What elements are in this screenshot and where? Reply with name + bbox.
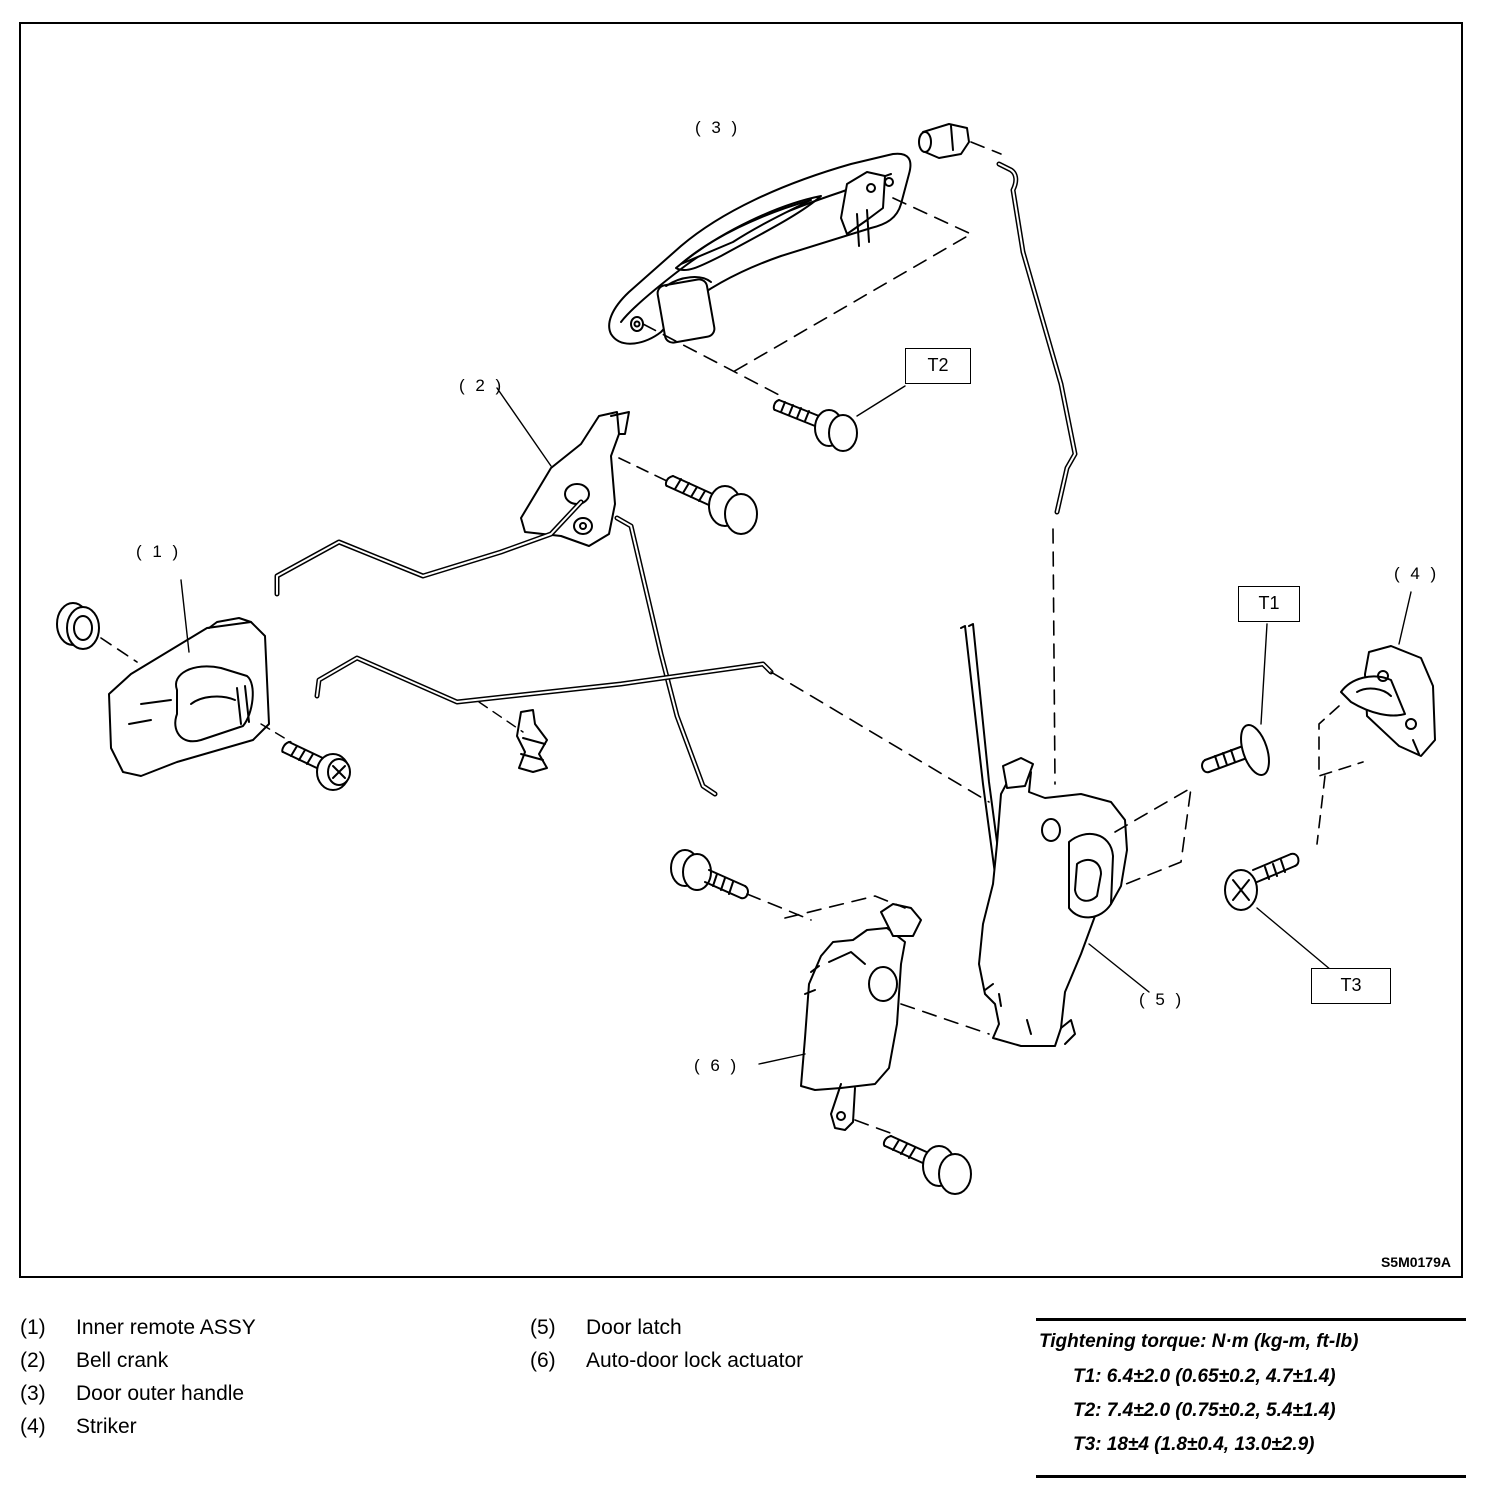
legend-number: (1) bbox=[20, 1316, 46, 1339]
bell-crank-rods bbox=[274, 499, 774, 797]
rod-clip bbox=[516, 709, 548, 773]
t2-leader bbox=[856, 385, 906, 417]
legend-number: (2) bbox=[20, 1349, 46, 1372]
inner-remote-bushing bbox=[56, 602, 100, 650]
legend-label: Bell crank bbox=[76, 1349, 169, 1372]
legend-label: Door latch bbox=[586, 1316, 682, 1339]
inner-screw-line bbox=[260, 723, 292, 743]
legend-label: Door outer handle bbox=[76, 1382, 245, 1405]
figure-id: S5M0179A bbox=[1380, 1254, 1451, 1270]
striker-part bbox=[1340, 645, 1436, 757]
door-outer-handle-part bbox=[608, 152, 912, 345]
crank-bolt-line bbox=[618, 457, 670, 483]
rod-connector-clip bbox=[918, 123, 970, 159]
bushing-line bbox=[100, 637, 138, 663]
c6-leader bbox=[758, 1053, 806, 1065]
legend-label: Striker bbox=[76, 1415, 137, 1438]
inner-remote-screw bbox=[281, 741, 351, 791]
torque-spec-t2: T2: 7.4±2.0 (0.75±0.2, 5.4±1.4) bbox=[1073, 1400, 1336, 1421]
legend-item: (5) Door latch bbox=[530, 1316, 970, 1349]
callout-1: ( 1 ) bbox=[136, 542, 182, 561]
actuator-bolt-upper bbox=[670, 849, 749, 900]
callout-4: ( 4 ) bbox=[1394, 564, 1440, 583]
t3-screw bbox=[1224, 852, 1300, 911]
torque-box-t3: T3 bbox=[1311, 968, 1391, 1004]
callout-6: ( 6 ) bbox=[694, 1056, 740, 1075]
callout-3: ( 3 ) bbox=[695, 118, 741, 137]
legend-right: (5) Door latch (6) Auto-door lock actuat… bbox=[530, 1316, 970, 1382]
callout-2: ( 2 ) bbox=[459, 376, 505, 395]
clip-line bbox=[478, 701, 524, 733]
legend-number: (5) bbox=[530, 1316, 556, 1339]
legend-item: (1) Inner remote ASSY bbox=[20, 1316, 440, 1349]
actuator-bolt-lower bbox=[882, 1135, 972, 1195]
torque-spec-t3: T3: 18±4 (1.8±0.4, 13.0±2.9) bbox=[1073, 1434, 1315, 1455]
t1-leader bbox=[1260, 623, 1268, 725]
inner-remote-assy-part bbox=[108, 617, 270, 777]
t1-screw bbox=[1201, 723, 1270, 777]
callout-5: ( 5 ) bbox=[1139, 990, 1185, 1009]
torque-box-t1: T1 bbox=[1238, 586, 1300, 622]
torque-heading: Tightening torque: N·m (kg-m, ft-lb) bbox=[1039, 1331, 1359, 1352]
t2-bolt bbox=[772, 399, 858, 452]
c4-leader bbox=[1398, 591, 1412, 645]
legend-item: (6) Auto-door lock actuator bbox=[530, 1349, 970, 1382]
exploded-diagram-frame: ( 1 ) ( 2 ) ( 3 ) ( 4 ) ( 5 ) ( 6 ) T2 T… bbox=[19, 22, 1463, 1278]
legend-item: (3) Door outer handle bbox=[20, 1382, 440, 1415]
legend-item: (2) Bell crank bbox=[20, 1349, 440, 1382]
door-lock-exploded-drawing bbox=[56, 123, 1436, 1195]
handle-assembly-lines bbox=[642, 141, 1002, 397]
legend-label: Inner remote ASSY bbox=[76, 1316, 256, 1339]
auto-door-lock-actuator-part bbox=[800, 903, 922, 1131]
striker-lines bbox=[1316, 705, 1364, 845]
t3-leader bbox=[1256, 907, 1332, 971]
legend-number: (3) bbox=[20, 1382, 46, 1405]
legend-number: (6) bbox=[530, 1349, 556, 1372]
tightening-torque-table: Tightening torque: N·m (kg-m, ft-lb) T1:… bbox=[1036, 1318, 1466, 1478]
bell-crank-bolt bbox=[664, 475, 758, 535]
torque-box-t2: T2 bbox=[905, 348, 971, 384]
legend-label: Auto-door lock actuator bbox=[586, 1349, 804, 1372]
legend-item: (4) Striker bbox=[20, 1415, 440, 1448]
door-latch-part bbox=[960, 623, 1128, 1047]
torque-spec-t1: T1: 6.4±2.0 (0.65±0.2, 4.7±1.4) bbox=[1073, 1366, 1336, 1387]
c2-leader bbox=[496, 387, 552, 467]
bell-crank-part bbox=[520, 411, 630, 547]
c1-leader bbox=[180, 579, 190, 653]
legend-number: (4) bbox=[20, 1415, 46, 1438]
latch-assembly-lines bbox=[770, 671, 1192, 887]
c5-leader bbox=[1088, 943, 1150, 993]
outer-handle-rod bbox=[996, 161, 1078, 515]
legend-left: (1) Inner remote ASSY (2) Bell crank (3)… bbox=[20, 1316, 440, 1448]
actuator-assembly-lines bbox=[746, 893, 990, 1135]
rod-to-latch-line bbox=[1052, 528, 1056, 785]
